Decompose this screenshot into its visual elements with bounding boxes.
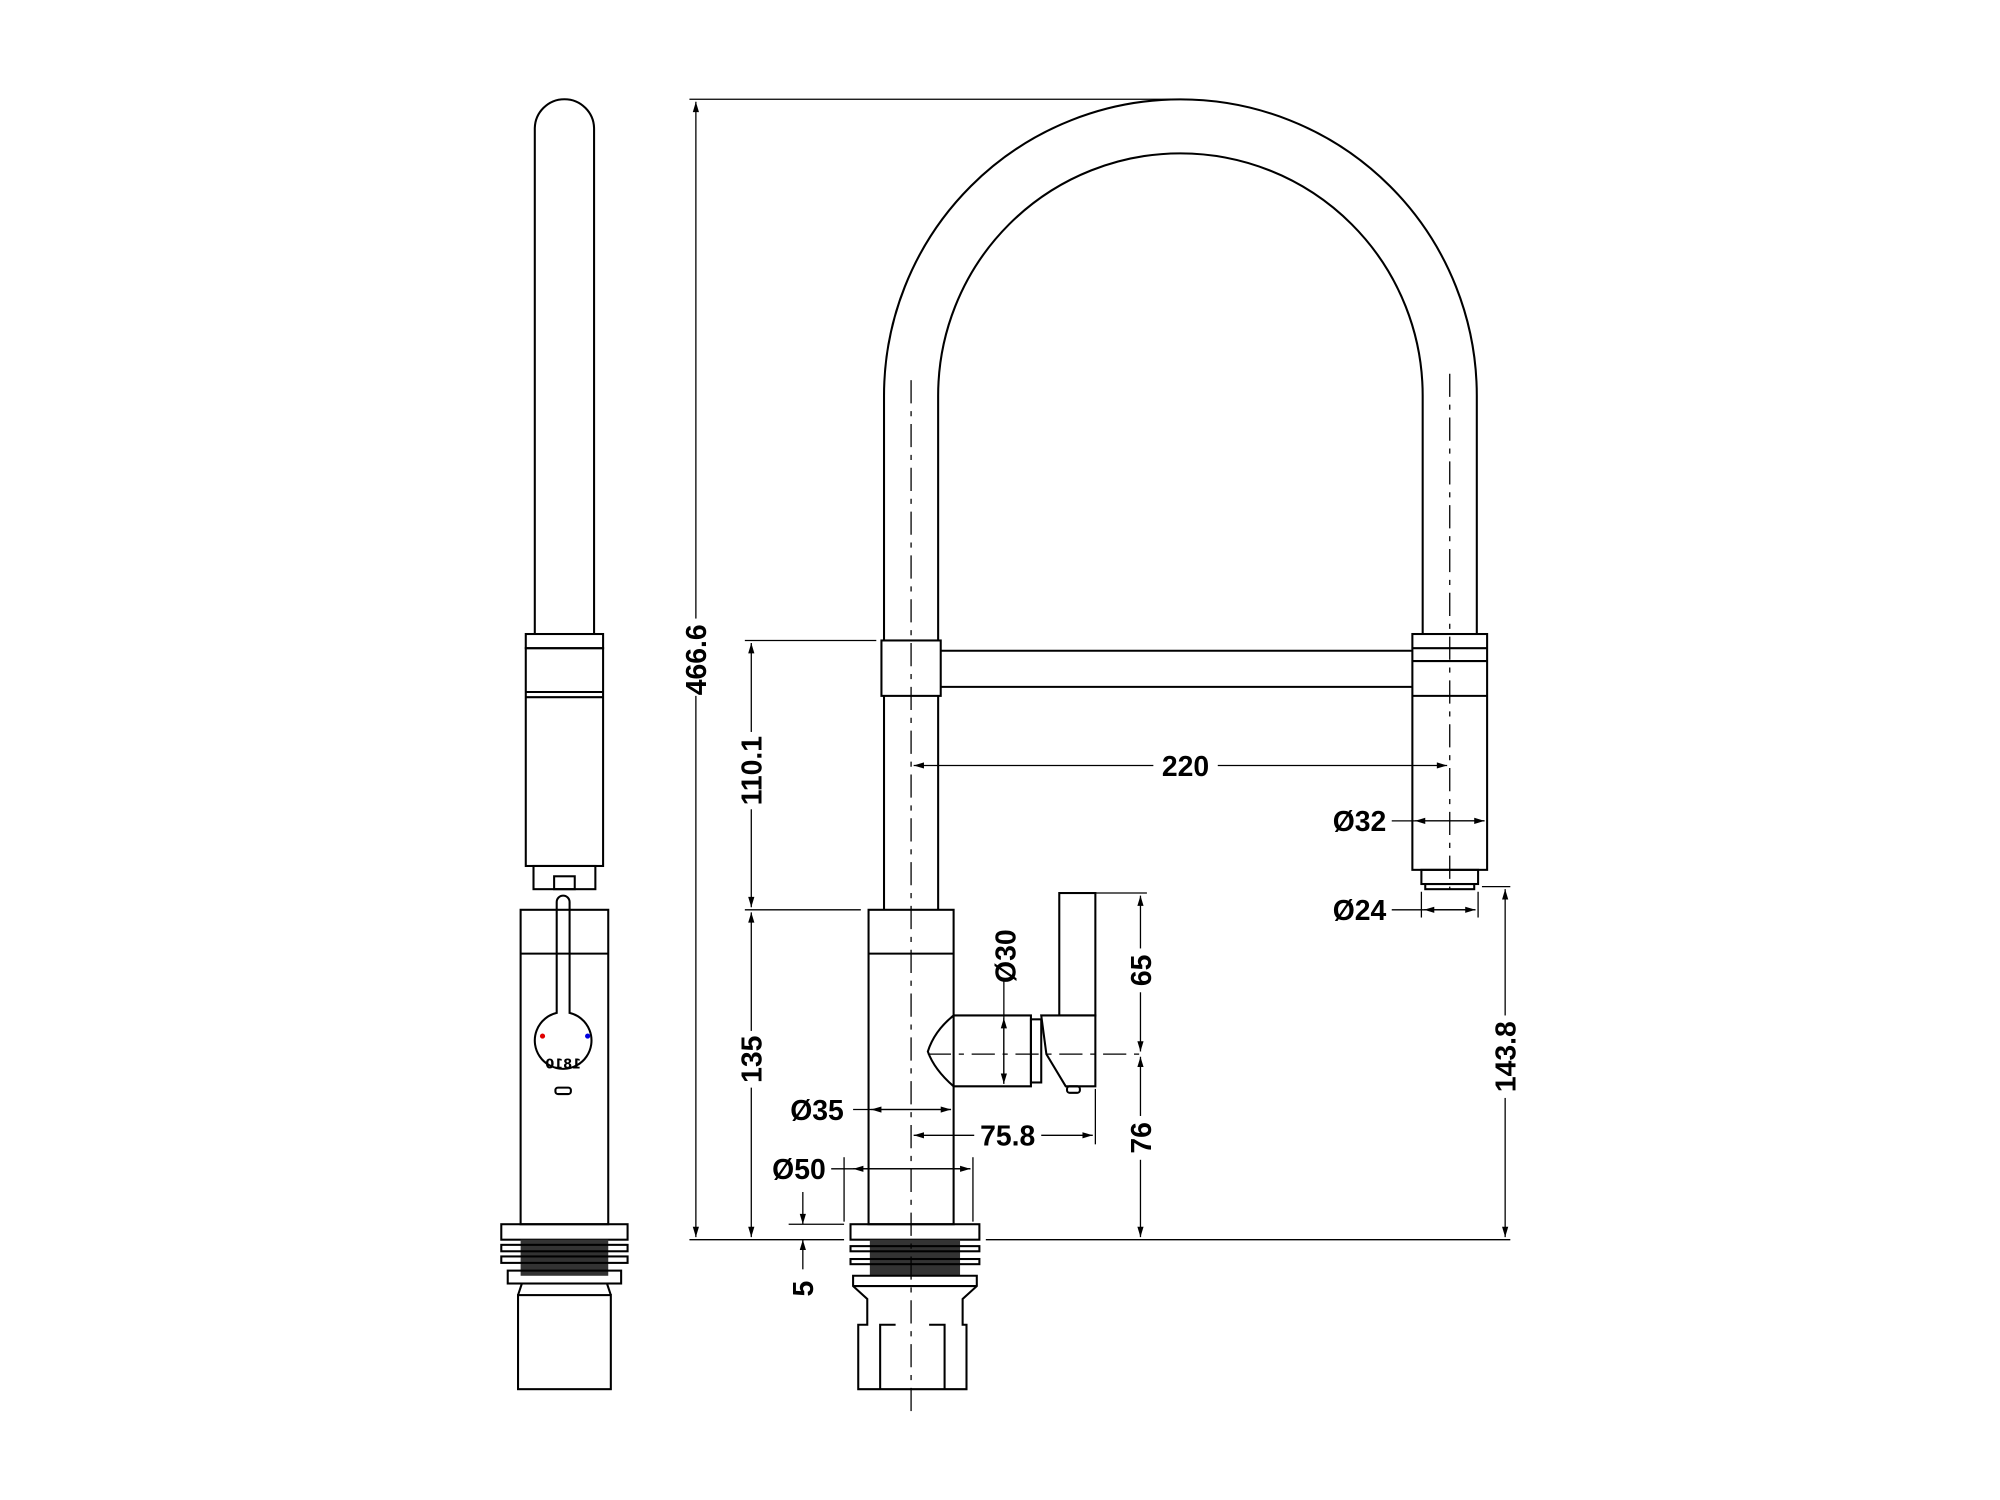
hot-indicator-dot — [539, 1033, 546, 1039]
dim-base-thickness: 5 — [788, 1281, 820, 1297]
front-view — [849, 98, 1489, 1418]
dim-reach: 220 — [1162, 751, 1209, 783]
dim-spray-dia: Ø32 — [1333, 806, 1387, 838]
lever-handle — [533, 894, 593, 1070]
dimensions: 466.6 110.1 135 220 Ø32 Ø24 143.8 Ø30 65… — [680, 98, 1522, 1297]
dim-upper-height: 110.1 — [737, 736, 769, 805]
dim-base-dia: Ø50 — [772, 1154, 826, 1186]
dim-handle-length: 75.8 — [980, 1121, 1035, 1153]
dim-handle-axis-height: 76 — [1126, 1122, 1158, 1154]
cold-indicator-dot — [585, 1033, 591, 1039]
dim-lever-height: 65 — [1126, 955, 1158, 987]
dim-body-height: 135 — [737, 1036, 769, 1083]
dim-handle-dia: Ø30 — [990, 929, 1022, 983]
dim-body-dia: Ø35 — [790, 1095, 844, 1127]
brand-logo: 1810 — [545, 1057, 581, 1072]
side-view: 1810 — [500, 98, 629, 1391]
dim-spray-outlet-dia: Ø24 — [1333, 895, 1387, 927]
dim-total-height: 466.6 — [681, 624, 713, 695]
dim-outlet-height: 143.8 — [1490, 1021, 1522, 1092]
